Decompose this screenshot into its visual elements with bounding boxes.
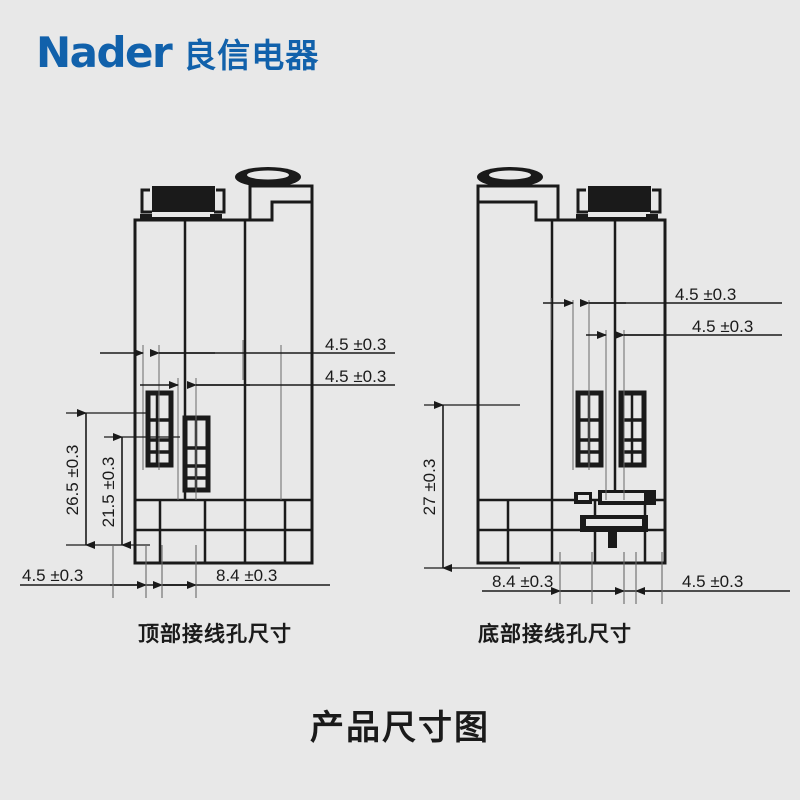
dimension-label-vert-inner: 21.5 ±0.3 xyxy=(99,457,118,528)
terminal-hole-right xyxy=(618,390,647,468)
dimension-label-bottom-right: 8.4 ±0.3 xyxy=(216,566,277,585)
mounting-clip xyxy=(574,490,656,548)
dimension-vert-inner xyxy=(104,433,180,549)
page-title: 产品尺寸图 xyxy=(310,708,490,748)
brand-logo-latin: Nader xyxy=(36,28,173,77)
terminal-block xyxy=(140,186,226,221)
dimension-label-bottom-right: 4.5 ±0.3 xyxy=(682,572,743,591)
dimension-label-bottom-left: 4.5 ±0.3 xyxy=(22,566,83,585)
drawing-bottom-wiring: 4.5 ±0.3 4.5 ±0.3 27 ±0.3 xyxy=(420,167,790,604)
dimension-label-vert-outer: 26.5 ±0.3 xyxy=(63,445,82,516)
brand-logo: Nader 良信电器 xyxy=(36,32,319,74)
dimension-label-bottom-left: 8.4 ±0.3 xyxy=(492,572,553,591)
dimension-label-lead-upper: 4.5 ±0.3 xyxy=(325,335,386,354)
dimension-bottom xyxy=(20,545,330,598)
dimension-vert-outer xyxy=(66,409,150,549)
handle-dome xyxy=(477,167,543,187)
terminal-block xyxy=(576,186,662,221)
dimension-label-lead-lower: 4.5 ±0.3 xyxy=(325,367,386,386)
dimension-label-lead-lower: 4.5 ±0.3 xyxy=(692,317,753,336)
dimension-vert-outer xyxy=(424,401,520,572)
dimension-label-lead-upper: 4.5 ±0.3 xyxy=(675,285,736,304)
dimension-label-vert-outer: 27 ±0.3 xyxy=(420,459,439,516)
drawing-top-wiring: 4.5 ±0.3 4.5 ±0.3 26.5 ±0.3 21.5 ±0.3 xyxy=(20,167,395,598)
brand-logo-cjk: 良信电器 xyxy=(183,36,320,75)
caption-bottom-wiring: 底部接线孔尺寸 xyxy=(478,622,632,646)
handle-dome xyxy=(235,167,301,187)
caption-top-wiring: 顶部接线孔尺寸 xyxy=(138,622,292,646)
